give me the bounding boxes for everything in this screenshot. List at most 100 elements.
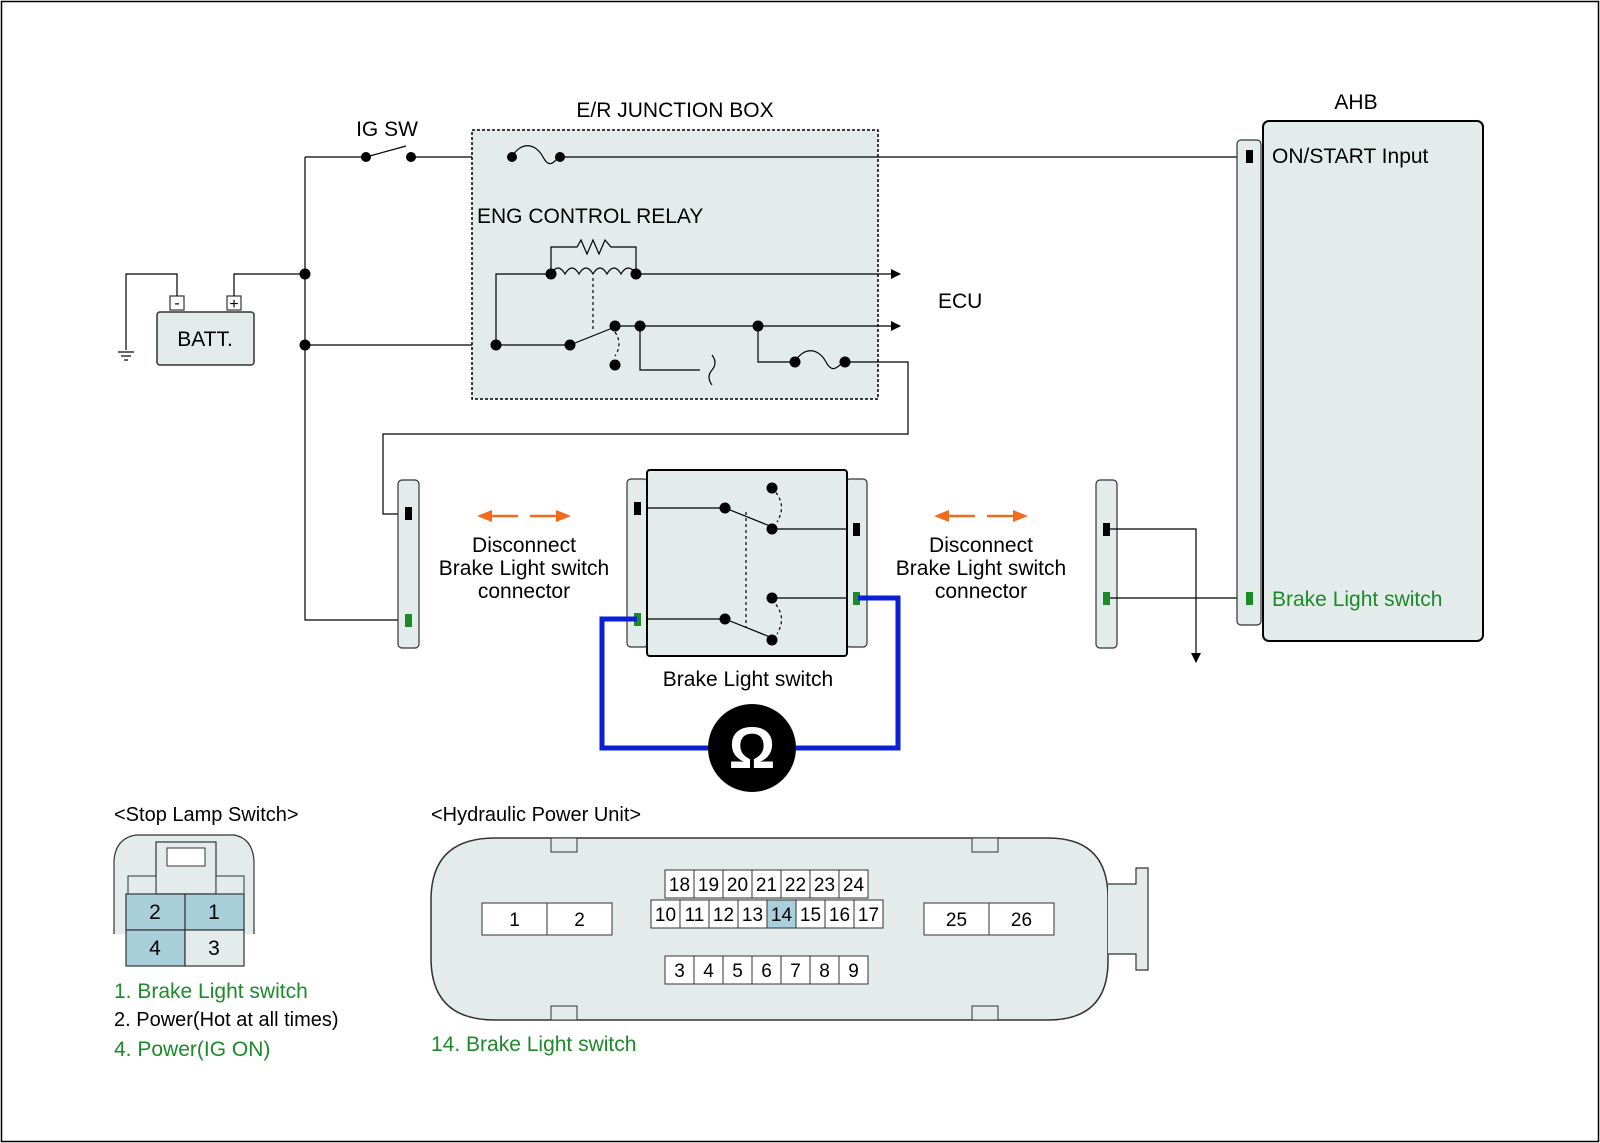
hpu-pin-cell: [923, 902, 990, 936]
hpu-pin-label: 9: [848, 961, 859, 982]
hpu-pin-cell: [722, 955, 753, 985]
junction-box-title: E/R JUNCTION BOX: [576, 99, 773, 122]
connector-pin-black: [1103, 523, 1110, 536]
hpu-pin-label: 16: [829, 905, 850, 926]
ohmmeter-test-leads: Ω: [599, 595, 901, 792]
hpu-pin-label: 10: [655, 905, 676, 926]
pin-label: 1: [208, 901, 220, 924]
ahb-on-start-input-label: ON/START Input: [1272, 145, 1429, 168]
hpu-pin-cell: [664, 955, 695, 985]
connector-pin-green: [405, 614, 412, 627]
pin-label: 2: [149, 901, 161, 924]
hpu-pin-label: 6: [761, 961, 772, 982]
hpu-pin-label: 13: [742, 905, 763, 926]
pin-label: 4: [149, 937, 161, 960]
power-bus: [304, 156, 496, 621]
junction-box-body: [471, 129, 879, 400]
hpu-pin-label: 2: [574, 910, 585, 931]
junction-dot: [299, 268, 311, 280]
hpu-pin-cell: [988, 902, 1055, 936]
switch-pin-black: [853, 523, 860, 536]
right-harness-connector: [1095, 479, 1250, 663]
ohmmeter-icon: Ω: [729, 716, 776, 781]
switch-pin-green: [634, 613, 641, 626]
ecu-label: ECU: [938, 290, 982, 313]
legend-item: 2. Power(Hot at all times): [114, 1009, 339, 1031]
hpu-pin-label: 17: [858, 905, 879, 926]
connector-pin-black: [405, 507, 412, 520]
hpu-pin-label: 4: [703, 961, 714, 982]
left-harness-connector: [397, 479, 420, 649]
svg-text:connector: connector: [478, 580, 570, 603]
hpu-pin-cell: [766, 899, 797, 929]
eng-control-relay-label: ENG CONTROL RELAY: [477, 205, 703, 228]
svg-text:Brake Light switch: Brake Light switch: [896, 557, 1066, 580]
hpu-pin-label: 25: [946, 910, 967, 931]
ahb-pin-green: [1246, 592, 1253, 605]
connector-pin-green: [1103, 592, 1110, 605]
hpu-pin-cell: [679, 899, 710, 929]
hpu-pin-label: 26: [1011, 910, 1032, 931]
legend-item: 4. Power(IG ON): [114, 1038, 270, 1061]
ig-sw-label: IG SW: [356, 118, 418, 141]
ahb-body: [1262, 120, 1484, 642]
hpu-pin-label: 22: [785, 875, 806, 896]
hpu-title: <Hydraulic Power Unit>: [431, 804, 641, 826]
hpu-pin-cell: [481, 902, 548, 936]
hpu-pin-label: 24: [843, 875, 865, 896]
er-junction-box: E/R JUNCTION BOX ENG CONTROL RELAY: [382, 99, 1247, 515]
hpu-pin-label: 18: [669, 875, 690, 896]
hpu-pin-cell: [664, 869, 695, 899]
hpu-pin-cell: [853, 899, 884, 929]
hpu-pin-label: 3: [674, 961, 685, 982]
hpu-legend: 14. Brake Light switch: [431, 1033, 636, 1056]
ahb-brake-light-switch-label: Brake Light switch: [1272, 588, 1442, 611]
switch-body: [646, 469, 848, 657]
battery-plus-wire: [233, 273, 305, 296]
battery-minus-sign: -: [174, 295, 179, 312]
ground-icon: [118, 351, 134, 361]
ground-wire: [125, 273, 178, 350]
svg-text:connector: connector: [935, 580, 1027, 603]
hpu-pin-label: 15: [800, 905, 821, 926]
hpu-pin-cell: [838, 869, 869, 899]
battery-plus-sign: +: [229, 296, 238, 313]
hpu-pin-cell: [722, 869, 753, 899]
hpu-pin-cell: [809, 955, 840, 985]
svg-text:Brake Light switch: Brake Light switch: [439, 557, 609, 580]
hpu-pin-cell: [795, 899, 826, 929]
ahb-label: AHB: [1334, 91, 1377, 114]
hpu-pin-label: 12: [713, 905, 734, 926]
hpu-pin-label: 23: [814, 875, 835, 896]
disconnect-label-right: Disconnect Brake Light switch connector: [896, 534, 1066, 603]
hpu-pin-label: 19: [698, 875, 719, 896]
battery-body: [156, 311, 255, 366]
hpu-pin-cell: [546, 902, 613, 936]
hpu-pin-cell: [838, 955, 869, 985]
disconnect-label-left: Disconnect Brake Light switch connector: [439, 534, 609, 603]
hpu-pin-label: 21: [756, 875, 777, 896]
hpu-pin-cell: [650, 899, 681, 929]
hpu-pin-cell: [751, 869, 782, 899]
brake-light-switch: Brake Light switch: [626, 469, 868, 691]
hpu-pin-label: 14: [771, 905, 793, 926]
disconnect-arrows-left: [477, 510, 571, 522]
hpu-pin-cell: [708, 899, 739, 929]
stop-lamp-switch-title: <Stop Lamp Switch>: [114, 804, 299, 826]
legend-item: 1. Brake Light switch: [114, 980, 308, 1003]
svg-text:Disconnect: Disconnect: [472, 534, 576, 557]
pin-cell: [125, 929, 186, 967]
hpu-pin-label: 1: [509, 910, 520, 931]
ohmmeter: [708, 704, 796, 792]
ahb-pin-black: [1246, 150, 1253, 163]
switch-pin-green: [853, 592, 860, 605]
disconnect-arrows-right: [934, 510, 1028, 522]
hpu-pin-cell: [693, 955, 724, 985]
hpu-pin-label: 7: [790, 961, 801, 982]
junction-dot: [299, 339, 311, 351]
svg-text:Disconnect: Disconnect: [929, 534, 1033, 557]
switch-pin-black: [634, 502, 641, 515]
relay-coil: [495, 238, 901, 345]
